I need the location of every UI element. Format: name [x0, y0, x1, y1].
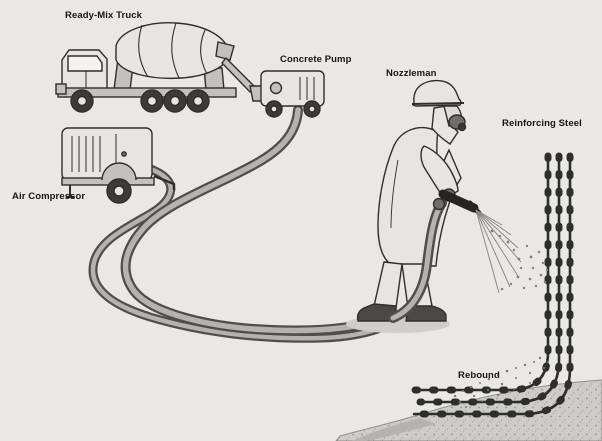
vent-grille: [71, 136, 101, 172]
worker-glove-2: [432, 197, 446, 211]
concrete-hose: [120, 105, 397, 336]
ground-mound: [335, 379, 602, 441]
shotcrete-buildup: [352, 418, 436, 441]
label-nozzleman: Nozzleman: [386, 68, 437, 79]
spray-nozzle: [438, 189, 479, 213]
truck-wheels: [70, 89, 210, 113]
label-air-compressor: Air Compressor: [12, 191, 86, 202]
worker-back-leg: [373, 261, 403, 309]
discharge-chute: [221, 56, 258, 93]
worker-front-boot: [405, 305, 447, 322]
tow-bar: [153, 174, 176, 190]
label-rebound: Rebound: [458, 370, 500, 381]
label-concrete-pump: Concrete Pump: [280, 54, 352, 65]
concrete-spray: [475, 209, 549, 294]
hoses: [88, 105, 397, 343]
spray-droplets: [490, 229, 549, 291]
worker-back-boot: [356, 303, 397, 322]
air-hose: [88, 163, 397, 343]
ready-mix-truck: [55, 22, 258, 113]
reinforcing-steel: [410, 152, 574, 418]
label-reinforcing-steel: Reinforcing Steel: [502, 118, 582, 129]
label-ready-mix-truck: Ready-Mix Truck: [65, 10, 142, 21]
nozzle-hose: [388, 198, 447, 323]
hard-hat: [412, 79, 462, 107]
mixer-drum: [115, 22, 230, 80]
rebound-particles: [453, 356, 549, 408]
concrete-pump: [249, 70, 325, 118]
nozzleman: [346, 79, 482, 333]
air-compressor: [61, 127, 176, 204]
